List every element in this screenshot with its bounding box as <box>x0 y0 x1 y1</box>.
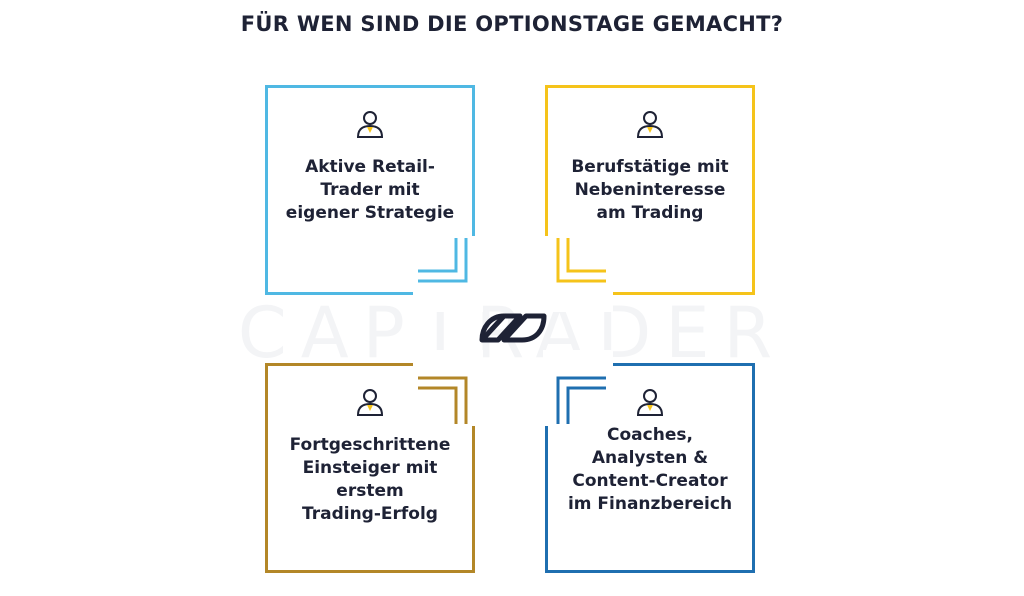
corner-bracket-top-left <box>418 238 468 283</box>
quadrant-coaches-analysts: Coaches, Analysten & Content-Creator im … <box>545 363 755 573</box>
person-icon <box>356 111 384 138</box>
quadrant-label: Aktive Retail- Trader mit eigener Strate… <box>285 157 455 223</box>
corner-bracket-bottom-left <box>418 376 468 424</box>
frame-gap <box>413 236 483 312</box>
person-icon <box>636 111 664 138</box>
corner-bracket-bottom-right <box>556 376 606 424</box>
quadrant-label: Coaches, Analysten & Content-Creator im … <box>567 425 733 514</box>
quadrant-advanced-beginners: Fortgeschrittene Einsteiger mit erstem T… <box>265 363 475 573</box>
quadrant-label: Fortgeschrittene Einsteiger mit erstem T… <box>289 435 451 524</box>
quadrant-label: Berufstätige mit Nebeninteresse am Tradi… <box>571 157 729 223</box>
quadrant-retail-trader: Aktive Retail- Trader mit eigener Strate… <box>265 85 475 295</box>
person-icon <box>636 389 664 416</box>
quadrant-working-professionals: Berufstätige mit Nebeninteresse am Tradi… <box>545 85 755 295</box>
frame-gap <box>543 236 613 312</box>
captrader-logo <box>479 313 547 343</box>
person-icon <box>356 389 384 416</box>
page-title: FÜR WEN SIND DIE OPTIONSTAGE GEMACHT? <box>240 12 784 36</box>
corner-bracket-top-right <box>556 238 606 283</box>
